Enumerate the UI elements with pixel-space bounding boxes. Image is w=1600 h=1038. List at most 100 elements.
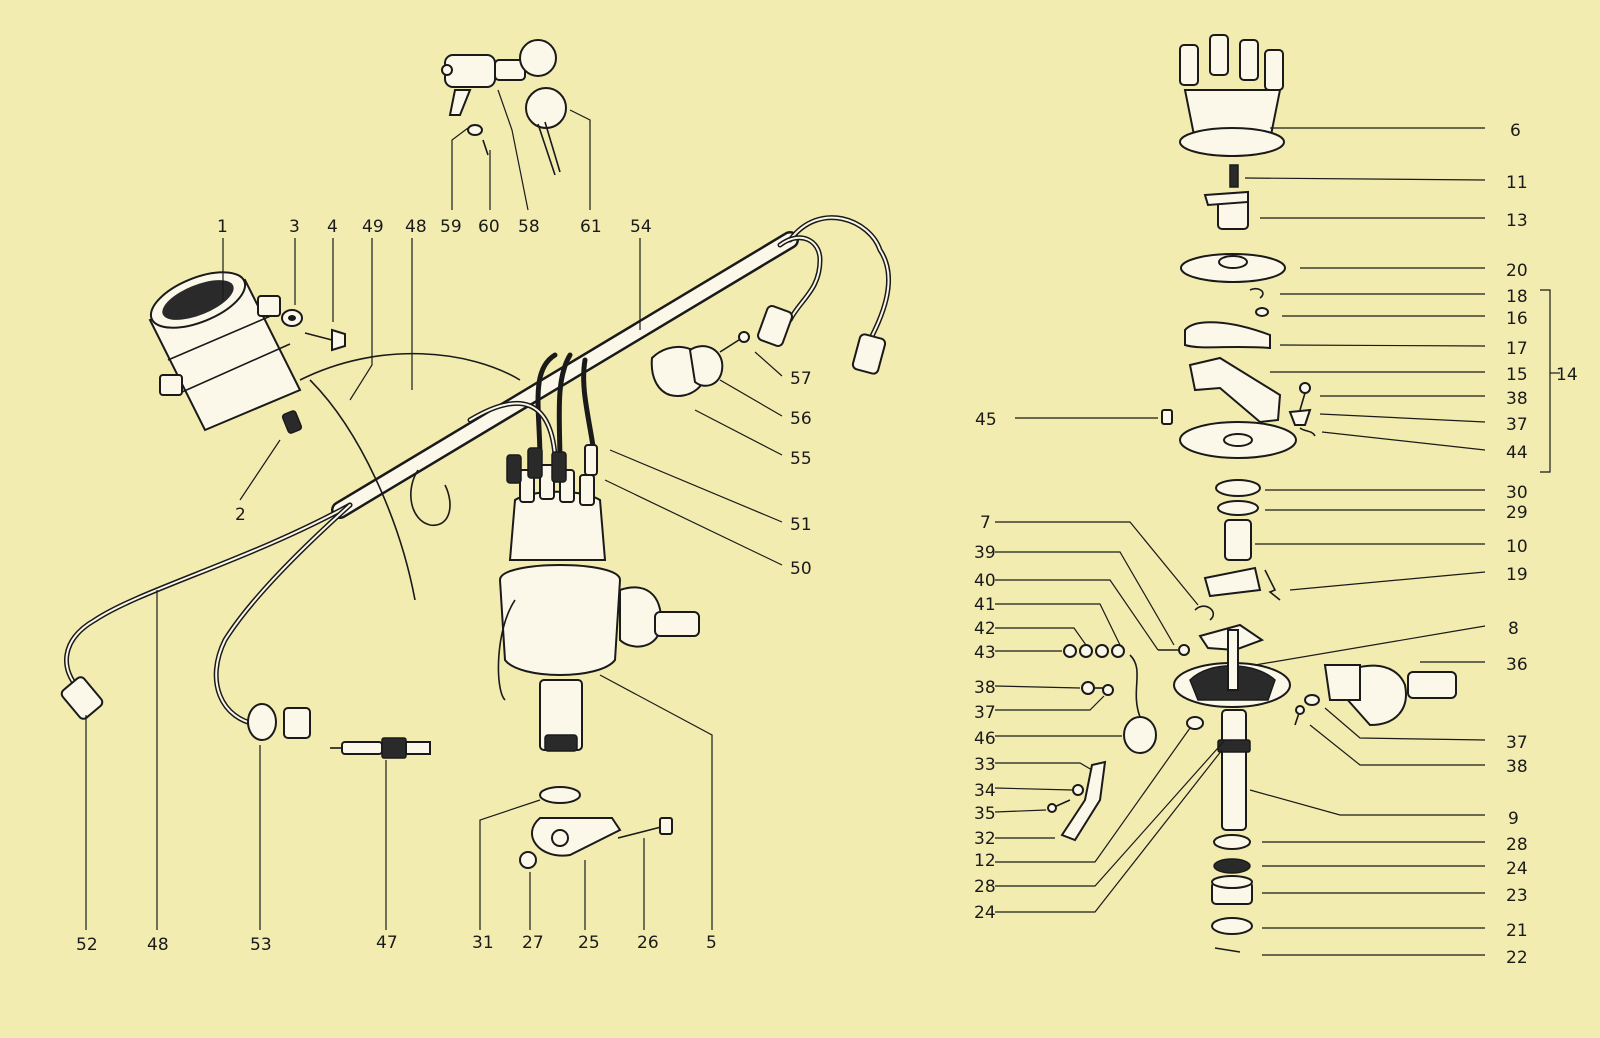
- callout-14: 14: [1556, 365, 1578, 385]
- callout-24-left: 24: [974, 903, 996, 923]
- callout-8: 8: [1508, 619, 1519, 639]
- callout-52: 52: [76, 935, 98, 955]
- dust-cover-20: [1180, 253, 1286, 283]
- callout-19: 19: [1506, 565, 1528, 585]
- callout-36: 36: [1506, 655, 1528, 675]
- screw-38-right: [1294, 705, 1305, 726]
- callout-49: 49: [362, 217, 384, 237]
- callout-48-top: 48: [405, 217, 427, 237]
- carbon-brush-11: [1229, 164, 1239, 188]
- callout-55: 55: [790, 449, 812, 469]
- callout-2: 2: [235, 505, 246, 525]
- clip-18: [1249, 287, 1264, 299]
- callout-20: 20: [1506, 261, 1528, 281]
- spring-19: [1264, 569, 1281, 601]
- callout-6: 6: [1510, 121, 1521, 141]
- callout-45: 45: [975, 410, 997, 430]
- clamp-plate-25: [530, 817, 622, 857]
- callout-26: 26: [637, 933, 659, 953]
- callout-56: 56: [790, 409, 812, 429]
- callout-38-top: 38: [1506, 389, 1528, 409]
- callout-58: 58: [518, 217, 540, 237]
- callout-40: 40: [974, 571, 996, 591]
- callout-9: 9: [1508, 809, 1519, 829]
- callout-54: 54: [630, 217, 652, 237]
- callout-39: 39: [974, 543, 996, 563]
- callout-44: 44: [1506, 443, 1528, 463]
- callout-11: 11: [1506, 173, 1528, 193]
- callout-5: 5: [706, 933, 717, 953]
- washer-3: [281, 309, 303, 327]
- washer-34: [1072, 784, 1084, 796]
- plug-connector-52: [60, 676, 104, 720]
- breaker-plate-14: [1179, 421, 1297, 459]
- spring-44: [1299, 427, 1316, 437]
- callout-37-right: 37: [1506, 733, 1528, 753]
- callout-47: 47: [376, 933, 398, 953]
- ring-12: [1186, 716, 1204, 730]
- small-parts-stack: [1063, 644, 1190, 658]
- callout-59: 59: [440, 217, 462, 237]
- callout-28-right: 28: [1506, 835, 1528, 855]
- callout-4: 4: [327, 217, 338, 237]
- callout-48-bottom: 48: [147, 935, 169, 955]
- callout-33: 33: [974, 755, 996, 775]
- distributor-cap-6: [1179, 34, 1285, 157]
- washer-37-right: [1304, 694, 1320, 706]
- screw-57: [719, 331, 750, 353]
- callout-28-left: 28: [974, 877, 996, 897]
- plug-connector-53: [247, 703, 311, 741]
- callout-23: 23: [1506, 886, 1528, 906]
- callout-30: 30: [1506, 483, 1528, 503]
- callout-46: 46: [974, 729, 996, 749]
- washer-28-bottom: [1213, 834, 1251, 850]
- callout-13: 13: [1506, 211, 1528, 231]
- screw-38-left: [1081, 681, 1104, 695]
- callout-29: 29: [1506, 503, 1528, 523]
- vacuum-unit-icon: [1323, 664, 1457, 727]
- washer-59: [467, 124, 483, 136]
- callout-18: 18: [1506, 287, 1528, 307]
- callout-17: 17: [1506, 339, 1528, 359]
- cam-10: [1203, 519, 1262, 598]
- pin-22: [1214, 947, 1241, 953]
- screw-38-top: [1299, 382, 1311, 411]
- callout-12: 12: [974, 851, 996, 871]
- callout-25: 25: [578, 933, 600, 953]
- callout-22: 22: [1506, 948, 1528, 968]
- cable-end-right-a: [757, 305, 793, 347]
- ring-30: [1215, 479, 1261, 497]
- callout-37-top: 37: [1506, 415, 1528, 435]
- distributor-icon: [497, 444, 700, 804]
- callout-43: 43: [974, 643, 996, 663]
- ignition-coil-icon: [148, 271, 303, 434]
- callout-32: 32: [974, 829, 996, 849]
- cable-end-right-b: [851, 333, 887, 375]
- callout-31: 31: [472, 933, 494, 953]
- callout-27: 27: [522, 933, 544, 953]
- washer-16: [1255, 307, 1269, 317]
- callout-1: 1: [217, 217, 228, 237]
- spark-plug-icon: [330, 737, 431, 759]
- callout-51: 51: [790, 515, 812, 535]
- nut-27: [519, 851, 537, 869]
- bracket-33: [1060, 760, 1107, 842]
- centrifugal-weights: [1173, 629, 1291, 708]
- shaft-9: [1217, 709, 1251, 831]
- gear-23: [1211, 875, 1253, 905]
- spring-clip-7: [1194, 605, 1215, 621]
- callout-15: 15: [1506, 365, 1528, 385]
- wingnut-37-top: [1288, 408, 1312, 426]
- washer-37-left: [1102, 684, 1114, 696]
- callout-7: 7: [980, 513, 991, 533]
- ring-24-bottom: [1213, 858, 1251, 874]
- callout-3: 3: [289, 217, 300, 237]
- cable-clamp-55: [650, 345, 724, 397]
- clip-45: [1161, 409, 1173, 425]
- breaker-arm-17: [1184, 321, 1271, 350]
- callout-53: 53: [250, 935, 272, 955]
- callout-38-left: 38: [974, 678, 996, 698]
- contact-plate-15: [1188, 356, 1282, 424]
